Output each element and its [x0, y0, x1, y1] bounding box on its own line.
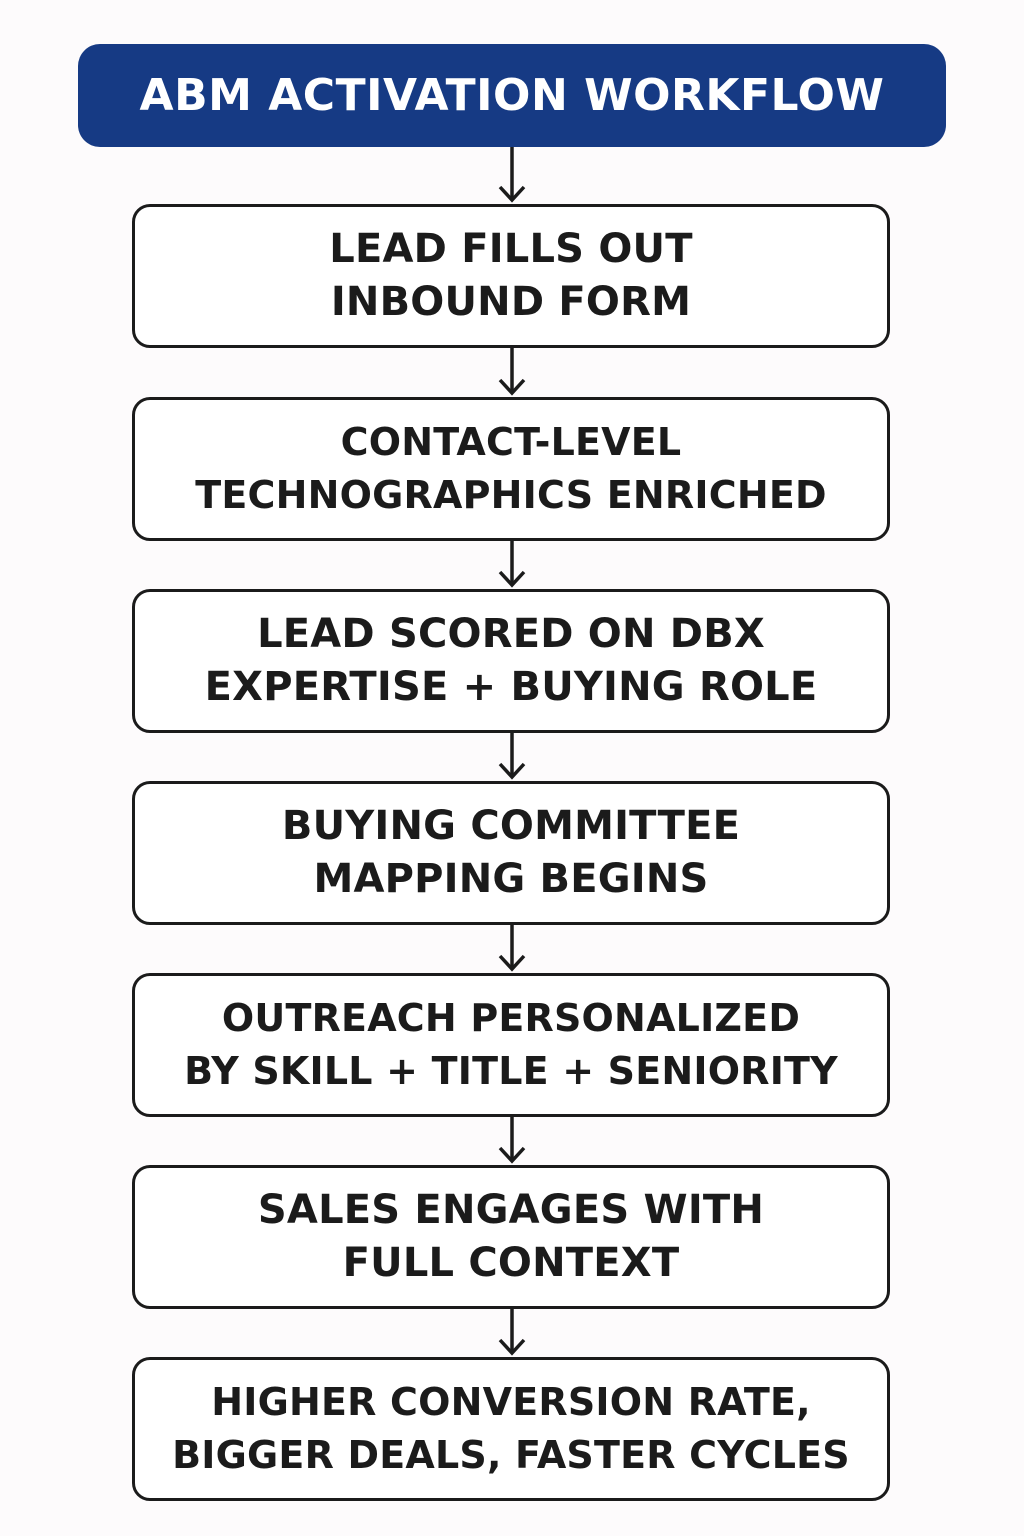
workflow-step-7-text: HIGHER CONVERSION RATE, BIGGER DEALS, FA… [172, 1380, 850, 1477]
workflow-step-6: SALES ENGAGES WITH FULL CONTEXT [132, 1165, 890, 1309]
workflow-step-6-text: SALES ENGAGES WITH FULL CONTEXT [257, 1187, 765, 1286]
flow-arrow-2 [497, 348, 527, 397]
workflow-step-5: OUTREACH PERSONALIZED BY SKILL + TITLE +… [132, 973, 890, 1117]
workflow-step-3-text: LEAD SCORED ON DBX EXPERTISE + BUYING RO… [204, 611, 818, 710]
flow-arrow-3 [497, 541, 527, 589]
workflow-step-3: LEAD SCORED ON DBX EXPERTISE + BUYING RO… [132, 589, 890, 733]
flow-arrow-5 [497, 925, 527, 973]
workflow-step-5-text: OUTREACH PERSONALIZED BY SKILL + TITLE +… [184, 996, 838, 1093]
workflow-step-2: CONTACT-LEVEL TECHNOGRAPHICS ENRICHED [132, 397, 890, 541]
workflow-step-1-text: LEAD FILLS OUT INBOUND FORM [329, 226, 693, 325]
workflow-title: ABM ACTIVATION WORKFLOW [139, 70, 885, 121]
workflow-step-1: LEAD FILLS OUT INBOUND FORM [132, 204, 890, 348]
workflow-step-4-text: BUYING COMMITTEE MAPPING BEGINS [281, 803, 741, 902]
workflow-title-banner: ABM ACTIVATION WORKFLOW [78, 44, 946, 147]
workflow-step-4: BUYING COMMITTEE MAPPING BEGINS [132, 781, 890, 925]
flow-arrow-7 [497, 1309, 527, 1357]
workflow-step-2-text: CONTACT-LEVEL TECHNOGRAPHICS ENRICHED [195, 420, 827, 517]
workflow-step-7: HIGHER CONVERSION RATE, BIGGER DEALS, FA… [132, 1357, 890, 1501]
flow-arrow-1 [497, 147, 527, 204]
flow-arrow-6 [497, 1117, 527, 1165]
flow-arrow-4 [497, 733, 527, 781]
